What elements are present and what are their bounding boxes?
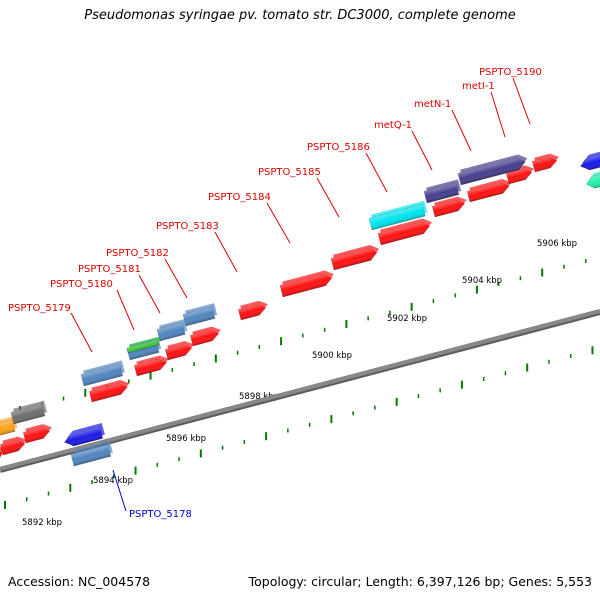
label-layer: PSPTO_5178 PSPTO_5179 PSPTO_5180 PSPTO_5181…	[8, 67, 542, 520]
gene-label[interactable]: PSPTO_5178	[129, 509, 192, 520]
gene-arrow	[0, 445, 5, 463]
scale-label: 5900 kbp	[312, 351, 352, 361]
gene-label[interactable]: PSPTO_5180	[50, 279, 113, 290]
scale-label: 5894 kbp	[93, 476, 133, 486]
gene-arrow	[423, 179, 462, 204]
label-leader-line	[266, 202, 291, 244]
label-leader-line	[365, 152, 388, 193]
gene-label[interactable]: metN-1	[414, 99, 451, 110]
backbone-layer	[0, 309, 600, 473]
gene-arrow	[431, 196, 467, 218]
scale-label: 5906 kbp	[537, 239, 577, 249]
gene-arrow	[0, 416, 18, 437]
gene-label[interactable]: PSPTO_5190	[479, 67, 542, 78]
label-leader-line	[214, 231, 238, 273]
label-leader-line	[138, 274, 161, 314]
gene-arrow	[579, 150, 600, 171]
gene-label[interactable]: PSPTO_5183	[156, 221, 219, 232]
gene-label[interactable]: PSPTO_5179	[8, 303, 71, 314]
gene-arrow	[10, 400, 48, 425]
gene-layer	[0, 150, 600, 467]
gene-arrow	[156, 319, 188, 342]
gene-arrow	[531, 153, 559, 173]
label-leader-line	[451, 109, 472, 152]
gene-arrow	[22, 424, 52, 444]
gene-arrow	[505, 165, 534, 185]
gene-label[interactable]: metI-1	[462, 81, 495, 92]
gene-label[interactable]: PSPTO_5184	[208, 192, 271, 203]
gene-label[interactable]: PSPTO_5182	[106, 248, 169, 259]
gene-arrow	[63, 423, 105, 447]
gene-label[interactable]: metQ-1	[374, 120, 412, 131]
label-leader-line	[70, 312, 93, 353]
gene-label[interactable]: PSPTO_5181	[78, 264, 141, 275]
gene-arrow	[368, 200, 428, 231]
scale-tick-layer: 5892 kbp 5894 kbp 5896 kbp 5898 kbp 5900 kbp…	[4, 239, 594, 528]
gene-arrow	[279, 270, 334, 298]
label-leader-line	[512, 77, 531, 125]
label-leader-line	[164, 258, 188, 299]
gene-arrow	[70, 441, 113, 467]
gene-arrow	[182, 303, 218, 327]
scale-label: 5904 kbp	[462, 276, 502, 286]
label-leader-line	[411, 130, 433, 171]
backbone-line	[0, 309, 600, 471]
gene-arrow	[457, 154, 528, 186]
label-leader-line	[316, 177, 340, 218]
scale-label: 5898 kbp	[239, 392, 279, 402]
gene-arrow	[237, 300, 268, 321]
scale-label: 5892 kbp	[22, 518, 62, 528]
gene-arrow	[126, 336, 162, 354]
map-title: Pseudomonas syringae pv. tomato str. DC3…	[84, 8, 516, 23]
scale-label: 5896 kbp	[166, 434, 206, 444]
gene-arrow	[133, 355, 169, 377]
accession-text: Accession: NC_004578	[8, 574, 151, 589]
gene-arrow	[586, 169, 600, 189]
label-leader-line	[112, 469, 127, 512]
gene-label[interactable]: PSPTO_5186	[307, 142, 370, 153]
gene-label[interactable]: PSPTO_5185	[258, 167, 321, 178]
gene-arrow	[189, 326, 221, 347]
gene-arrow	[466, 179, 512, 203]
label-leader-line	[490, 91, 506, 138]
topology-text: Topology: circular; Length: 6,397,126 bp…	[248, 574, 592, 589]
gene-arrow	[88, 380, 130, 403]
gene-arrow	[377, 218, 432, 246]
label-leader-line	[116, 289, 135, 331]
gene-arrow	[164, 341, 194, 361]
leader-layer	[70, 77, 531, 512]
gene-arrow	[0, 436, 27, 456]
gene-arrow	[80, 360, 125, 387]
gene-arrow	[330, 245, 380, 271]
scale-label: 5902 kbp	[387, 314, 427, 324]
